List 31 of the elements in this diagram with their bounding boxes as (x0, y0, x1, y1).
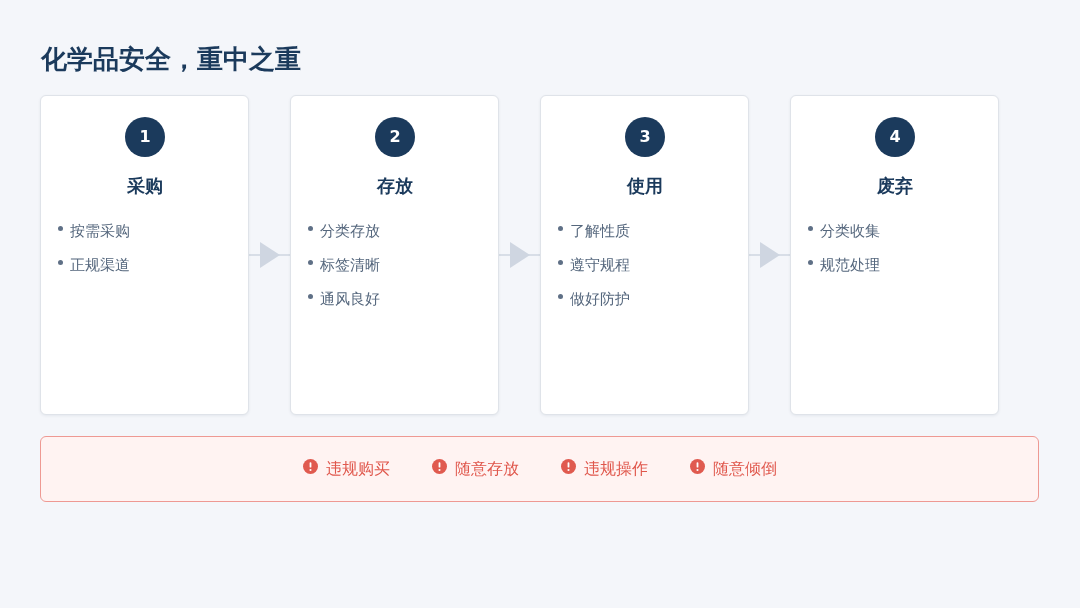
step-number-circle: 2 (375, 117, 415, 157)
step-heading: 废弃 (876, 175, 913, 196)
step-heading: 采购 (126, 175, 163, 196)
step-number-circle: 3 (625, 117, 665, 157)
step-card (290, 95, 499, 415)
step-heading: 存放 (376, 175, 413, 196)
list-item-text: 做好防护 (570, 289, 630, 310)
list-item-text: 标签清晰 (320, 255, 380, 276)
list-item-text: 通风良好 (320, 289, 380, 310)
list-item-text: 分类收集 (820, 221, 880, 242)
warning-text: 随意倾倒 (712, 458, 777, 480)
warning-text: 随意存放 (454, 458, 519, 480)
warning-banner (40, 436, 1039, 502)
step-card (540, 95, 749, 415)
list-item-text: 了解性质 (570, 221, 630, 242)
list-item-text: 分类存放 (320, 221, 380, 242)
list-item-text: 遵守规程 (570, 255, 630, 276)
warning-text: 违规购买 (325, 458, 390, 480)
arrow (748, 242, 791, 268)
diagram-title: 化学品安全，重中之重 (41, 43, 301, 76)
warning-text: 违规操作 (583, 458, 648, 480)
step-number-circle: 1 (125, 117, 165, 157)
arrow (498, 242, 541, 268)
step-number-circle: 4 (875, 117, 915, 157)
step-card (790, 95, 999, 415)
arrow (248, 242, 291, 268)
list-item-text: 正规渠道 (70, 255, 130, 276)
list-item-text: 按需采购 (70, 221, 130, 242)
list-item-text: 规范处理 (820, 255, 880, 276)
step-heading: 使用 (626, 175, 663, 196)
step-card (40, 95, 249, 415)
